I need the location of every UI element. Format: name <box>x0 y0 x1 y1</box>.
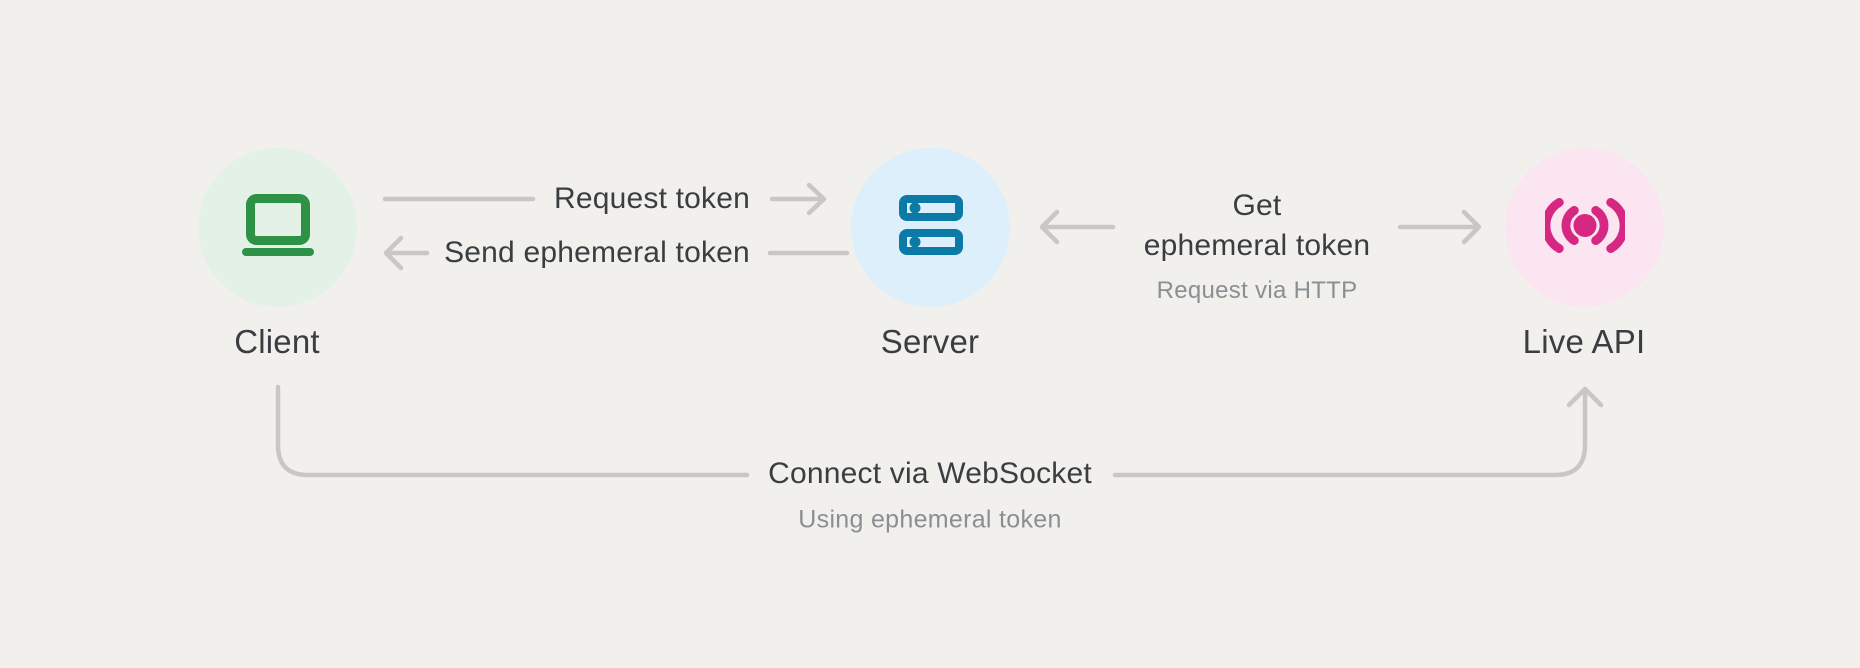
broadcast-icon <box>1541 197 1628 258</box>
node-live-api <box>1505 148 1664 307</box>
server-label: Server <box>880 323 980 360</box>
get-ephemeral-token-label: Get ephemeral token <box>1143 188 1371 262</box>
using-ephemeral-token-sublabel: Using ephemeral token <box>798 505 1062 534</box>
send-ephemeral-token-label: Send ephemeral token <box>444 236 750 269</box>
laptop-icon <box>236 193 320 262</box>
live-api-label: Live API <box>1522 323 1646 360</box>
server-icon <box>898 195 963 260</box>
request-token-label: Request token <box>553 182 751 215</box>
get-token-arrow-left <box>1039 209 1116 245</box>
node-client <box>198 148 357 307</box>
websocket-path-right <box>1112 386 1604 478</box>
connect-websocket-label: Connect via WebSocket <box>768 457 1092 490</box>
request-token-arrow-right <box>769 182 827 216</box>
node-server <box>851 148 1010 307</box>
websocket-path-left <box>275 384 750 478</box>
client-label: Client <box>234 323 320 360</box>
request-via-http-sublabel: Request via HTTP <box>1156 277 1358 304</box>
send-token-arrow-left <box>383 235 430 271</box>
get-token-arrow-right <box>1397 209 1482 245</box>
